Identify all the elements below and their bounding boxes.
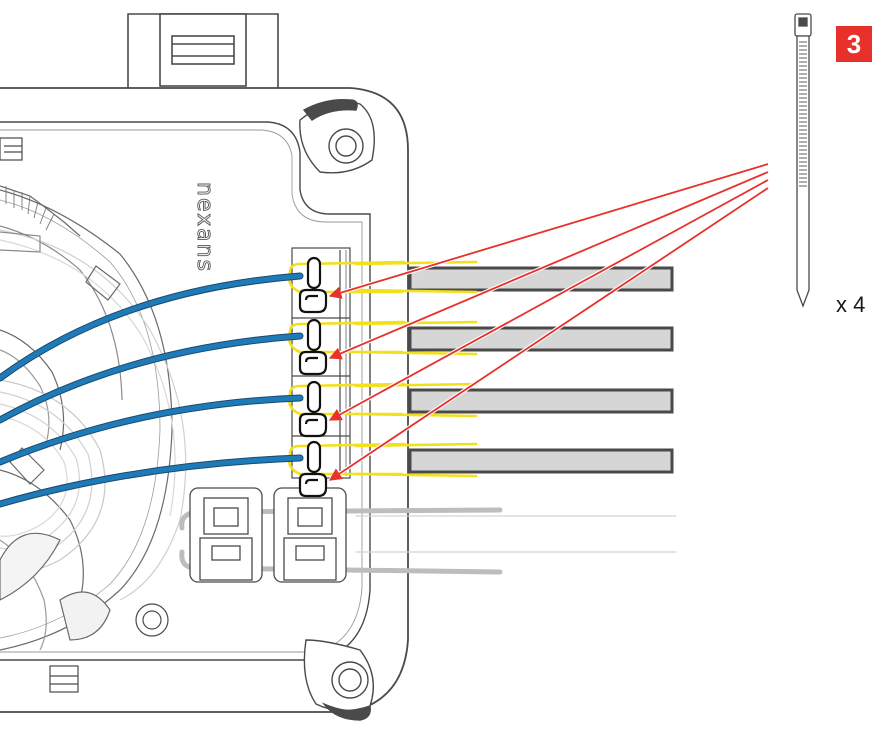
arrow-icon bbox=[328, 179, 769, 421]
quantity-label: x 4 bbox=[836, 292, 866, 317]
enclosure bbox=[0, 13, 409, 721]
installed-tie-2 bbox=[298, 318, 328, 376]
installed-tie-1 bbox=[298, 256, 328, 314]
blue-fibre-3 bbox=[0, 395, 303, 465]
flat-cable-3 bbox=[408, 388, 674, 414]
arrow-icon bbox=[328, 163, 769, 299]
step-number-badge: 3 bbox=[836, 26, 872, 62]
top-latch bbox=[127, 13, 279, 88]
screw-boss-bottom bbox=[303, 639, 374, 721]
connector-adapter-right bbox=[273, 487, 347, 583]
cable-tie-icon bbox=[794, 13, 812, 308]
enclosure-inner-wall bbox=[0, 121, 371, 661]
installed-tie-4 bbox=[298, 440, 328, 498]
brand-label: nexans bbox=[192, 182, 217, 273]
arrow-icon bbox=[328, 187, 769, 481]
connector-adapter-left bbox=[189, 487, 263, 583]
arrow-icon bbox=[328, 171, 769, 360]
screw-boss-top bbox=[299, 99, 375, 174]
mount-hole bbox=[135, 603, 169, 637]
installed-tie-3 bbox=[298, 380, 328, 438]
blue-fibre-1 bbox=[0, 273, 303, 381]
pointer-arrows bbox=[328, 162, 770, 482]
installed-cable-ties bbox=[298, 256, 328, 498]
blue-fibre-2 bbox=[0, 333, 303, 423]
blue-fibre-4 bbox=[0, 455, 303, 507]
brand-embossing: nexans bbox=[192, 182, 218, 274]
blue-fibres bbox=[0, 272, 304, 508]
flat-drop-cables bbox=[408, 266, 674, 474]
flat-cable-4 bbox=[408, 448, 674, 474]
